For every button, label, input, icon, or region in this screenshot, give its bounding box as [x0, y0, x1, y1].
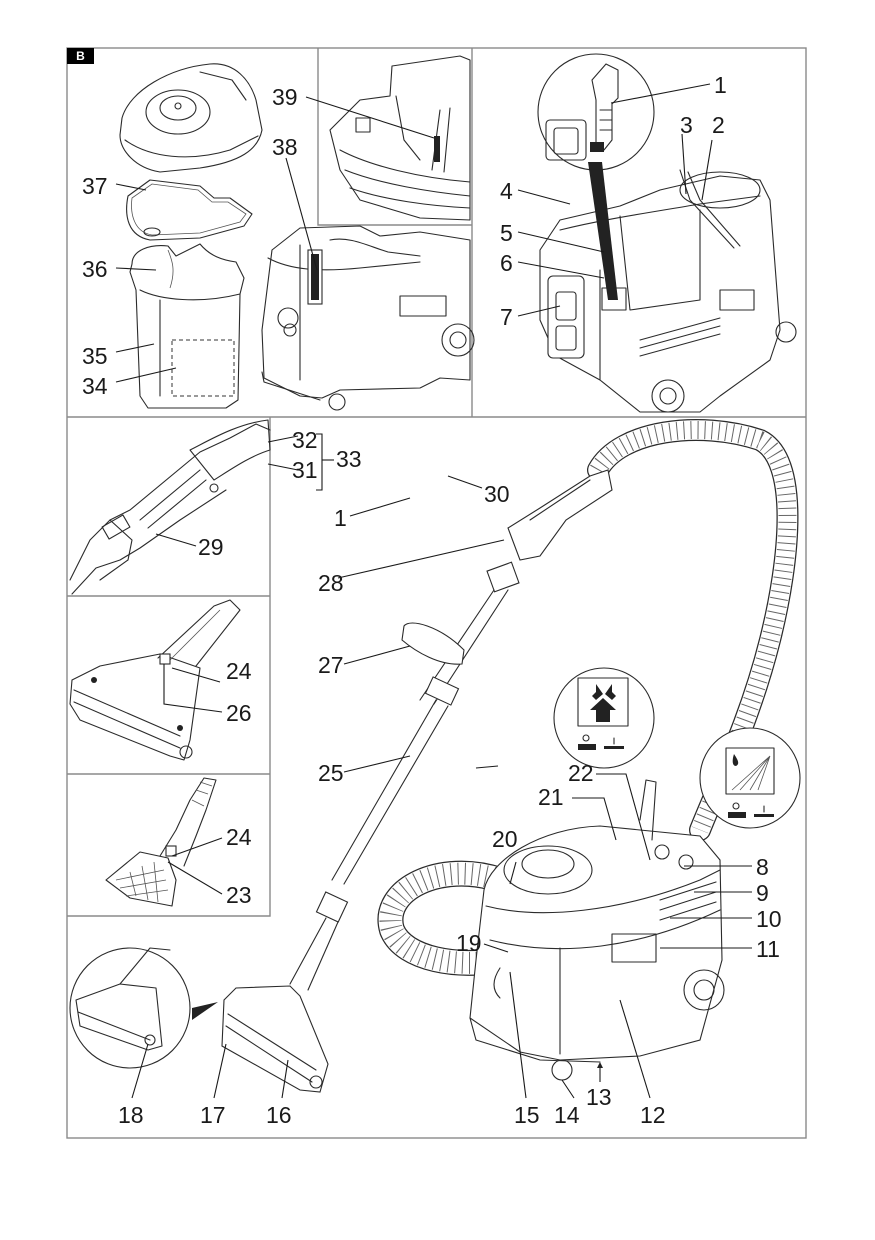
label-8: 8 [756, 854, 769, 880]
label-24-floor: 24 [226, 658, 252, 684]
inset-39-drawing [329, 55, 471, 221]
panel-frames [66, 47, 807, 1139]
symbol-suction [553, 667, 655, 769]
label-23: 23 [226, 882, 252, 908]
spray-tube-drawing [69, 419, 271, 595]
figure-badge: B [67, 48, 94, 64]
floor-nozzle-detail-drawing [69, 599, 241, 761]
machine-open-drawing [261, 225, 475, 411]
label-11: 11 [756, 936, 780, 962]
suction-tube-drawing [289, 622, 465, 991]
label-30: 30 [484, 481, 510, 507]
label-24-upholstery: 24 [226, 824, 252, 850]
filter-drawing [126, 179, 253, 241]
spray-handle-drawing [419, 469, 613, 705]
label-17: 17 [200, 1102, 226, 1128]
device-main-drawing [469, 779, 725, 1081]
label-7: 7 [500, 304, 513, 330]
label-27: 27 [318, 652, 344, 678]
label-18: 18 [118, 1102, 144, 1128]
label-26: 26 [226, 700, 252, 726]
label-34: 34 [82, 373, 108, 399]
label-10: 10 [756, 906, 782, 932]
label-16: 16 [266, 1102, 292, 1128]
left-column-frame [67, 417, 271, 917]
floor-nozzle-drawing [221, 985, 329, 1093]
label-22: 22 [568, 760, 594, 786]
label-2: 2 [712, 112, 725, 138]
label-9: 9 [756, 880, 769, 906]
label-4: 4 [500, 178, 513, 204]
label-5: 5 [500, 220, 513, 246]
magnifier-1 [537, 53, 655, 300]
label-35: 35 [82, 343, 108, 369]
label-3: 3 [680, 112, 693, 138]
inset-frame-39 [317, 48, 472, 226]
label-12: 12 [640, 1102, 666, 1128]
label-6: 6 [500, 250, 513, 276]
label-20: 20 [492, 826, 518, 852]
label-1-top: 1 [714, 72, 727, 98]
label-33: 33 [336, 446, 362, 472]
label-15: 15 [514, 1102, 540, 1128]
symbol-spray [699, 727, 801, 829]
label-21: 21 [538, 784, 564, 810]
label-36: 36 [82, 256, 108, 282]
label-14: 14 [554, 1102, 580, 1128]
label-28: 28 [318, 570, 344, 596]
outer-frame [66, 47, 807, 1139]
label-1-mid: 1 [334, 505, 347, 531]
leader-lines [115, 83, 752, 1099]
label-39: 39 [272, 84, 298, 110]
label-19: 19 [456, 930, 482, 956]
label-38: 38 [272, 134, 298, 160]
lid-drawing [119, 63, 263, 173]
label-32: 32 [292, 427, 318, 453]
label-13: 13 [586, 1084, 612, 1110]
label-31: 31 [292, 457, 318, 483]
container-drawing [129, 243, 245, 409]
label-29: 29 [198, 534, 224, 560]
magnifier-18 [69, 947, 218, 1069]
upholstery-nozzle-drawing [105, 777, 217, 907]
label-37: 37 [82, 173, 108, 199]
label-25: 25 [318, 760, 344, 786]
device-top-drawing [539, 169, 797, 413]
